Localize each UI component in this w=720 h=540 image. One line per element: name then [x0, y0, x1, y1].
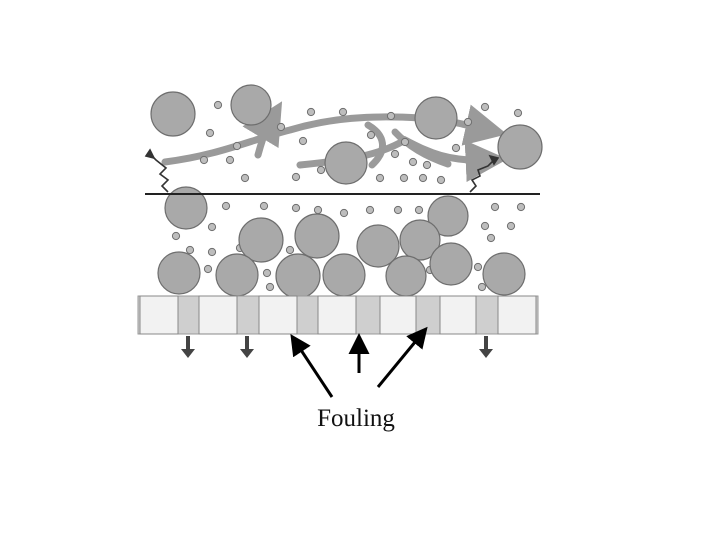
- large-particle: [238, 217, 284, 263]
- large-particles: [150, 84, 543, 299]
- solute-particle: [291, 203, 301, 213]
- large-particle: [150, 91, 196, 137]
- solute-particle: [298, 136, 308, 146]
- solute-particle: [408, 157, 418, 167]
- solute-particle: [490, 202, 500, 212]
- solute-particle: [516, 202, 526, 212]
- large-particle: [275, 253, 321, 299]
- membrane-block: [198, 295, 238, 335]
- solute-particle: [386, 111, 396, 121]
- large-particle: [429, 242, 473, 286]
- solute-particle: [390, 149, 400, 159]
- membrane: [137, 295, 539, 335]
- large-particle: [294, 213, 340, 259]
- solute-particle: [513, 108, 523, 118]
- solute-particle: [436, 175, 446, 185]
- solute-particle: [203, 264, 213, 274]
- solute-particle: [207, 247, 217, 257]
- solute-particle: [262, 268, 272, 278]
- membrane-block: [317, 295, 357, 335]
- crossflow-branch-center: [364, 121, 386, 169]
- up-arrow-icon: [290, 333, 334, 398]
- solute-particle: [414, 205, 424, 215]
- solute-particle: [259, 201, 269, 211]
- solute-particle: [400, 137, 410, 147]
- large-particle: [356, 224, 400, 268]
- solute-particle: [486, 233, 496, 243]
- crossflow-branch-right: [391, 128, 452, 168]
- solute-particle: [418, 173, 428, 183]
- solute-particle: [463, 117, 473, 127]
- zigzag-arrow-icon-right: [469, 154, 500, 193]
- solute-particle: [473, 262, 483, 272]
- solute-particle: [276, 122, 286, 132]
- large-particle: [215, 253, 259, 297]
- solute-particle: [339, 208, 349, 218]
- large-particle: [482, 252, 526, 296]
- solute-particle: [285, 245, 295, 255]
- solute-particle: [399, 173, 409, 183]
- solute-particle: [213, 100, 223, 110]
- solute-particle: [422, 160, 432, 170]
- membrane-block: [379, 295, 417, 335]
- solute-particle: [205, 128, 215, 138]
- solute-particle: [171, 231, 181, 241]
- down-arrow-icon: [181, 336, 195, 358]
- fouling-label: Fouling: [317, 405, 395, 432]
- solute-particle: [225, 155, 235, 165]
- down-arrow-icon: [479, 336, 493, 358]
- large-particle: [322, 253, 366, 297]
- solute-particle: [313, 205, 323, 215]
- large-particle: [230, 84, 272, 126]
- solute-particle: [232, 141, 242, 151]
- large-particle: [164, 186, 208, 230]
- solute-particle: [375, 173, 385, 183]
- up-arrow-icon: [376, 326, 428, 388]
- solute-particle: [338, 107, 348, 117]
- solute-particle: [451, 143, 461, 153]
- solute-particle: [291, 172, 301, 182]
- large-particle: [497, 124, 543, 170]
- crossflow-branch-up-left: [242, 101, 283, 159]
- solute-particle: [240, 173, 250, 183]
- permeate-arrows: [181, 336, 493, 358]
- membrane-block: [139, 295, 179, 335]
- solute-particle: [265, 282, 275, 292]
- membrane-block: [497, 295, 537, 335]
- fouling-pointers: [290, 326, 428, 398]
- zigzag-arrow-icon: [144, 148, 170, 193]
- solute-particle: [316, 165, 326, 175]
- large-particle: [157, 251, 201, 295]
- solute-particle: [480, 221, 490, 231]
- solute-particle: [207, 222, 217, 232]
- solute-particle: [199, 155, 209, 165]
- solute-particle: [366, 130, 376, 140]
- large-particle: [414, 96, 458, 140]
- solute-particle: [393, 205, 403, 215]
- solute-particle: [306, 107, 316, 117]
- membrane-block: [258, 295, 298, 335]
- solute-particle: [480, 102, 490, 112]
- solute-particle: [506, 221, 516, 231]
- large-particle: [324, 141, 368, 185]
- solute-particle: [477, 282, 487, 292]
- large-particle: [427, 195, 469, 237]
- large-particle: [399, 219, 441, 261]
- solute-particle: [185, 245, 195, 255]
- membrane-block: [439, 295, 477, 335]
- solute-particle: [221, 201, 231, 211]
- solute-particle: [365, 205, 375, 215]
- down-arrow-icon: [240, 336, 254, 358]
- large-particle: [385, 255, 427, 297]
